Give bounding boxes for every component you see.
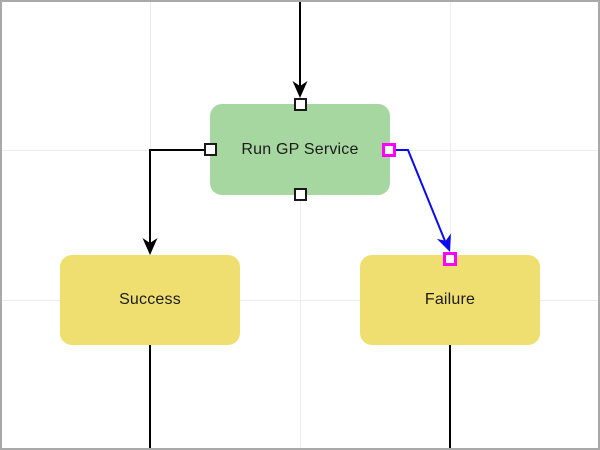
selected-link-from-handle[interactable] — [382, 143, 396, 157]
node-run-gp-service-label: Run GP Service — [241, 140, 359, 158]
link-run-gp-service-to-success[interactable] — [149, 149, 204, 243]
arrowhead-into-success — [142, 238, 158, 255]
node-failure[interactable]: Failure — [360, 255, 540, 345]
port-run-gp-service-top[interactable] — [294, 98, 307, 111]
node-failure-label: Failure — [424, 291, 476, 308]
selected-link-arrowhead — [436, 233, 451, 252]
link-run-gp-service-to-failure[interactable] — [396, 149, 446, 242]
selected-link-to-handle[interactable] — [443, 252, 457, 266]
black-links[interactable] — [149, 2, 451, 449]
port-run-gp-service-bottom[interactable] — [294, 188, 307, 201]
arrowhead-into-run-gp-service — [292, 81, 308, 98]
arrowhead-into-failure — [436, 233, 451, 252]
black-arrowheads — [142, 81, 308, 255]
node-success-label: Success — [119, 291, 181, 308]
selected-link-run-gp-service-to-failure[interactable] — [396, 149, 446, 242]
node-success[interactable]: Success — [60, 255, 240, 345]
port-run-gp-service-left[interactable] — [204, 143, 217, 156]
node-run-gp-service[interactable]: Run GP Service — [210, 104, 390, 195]
